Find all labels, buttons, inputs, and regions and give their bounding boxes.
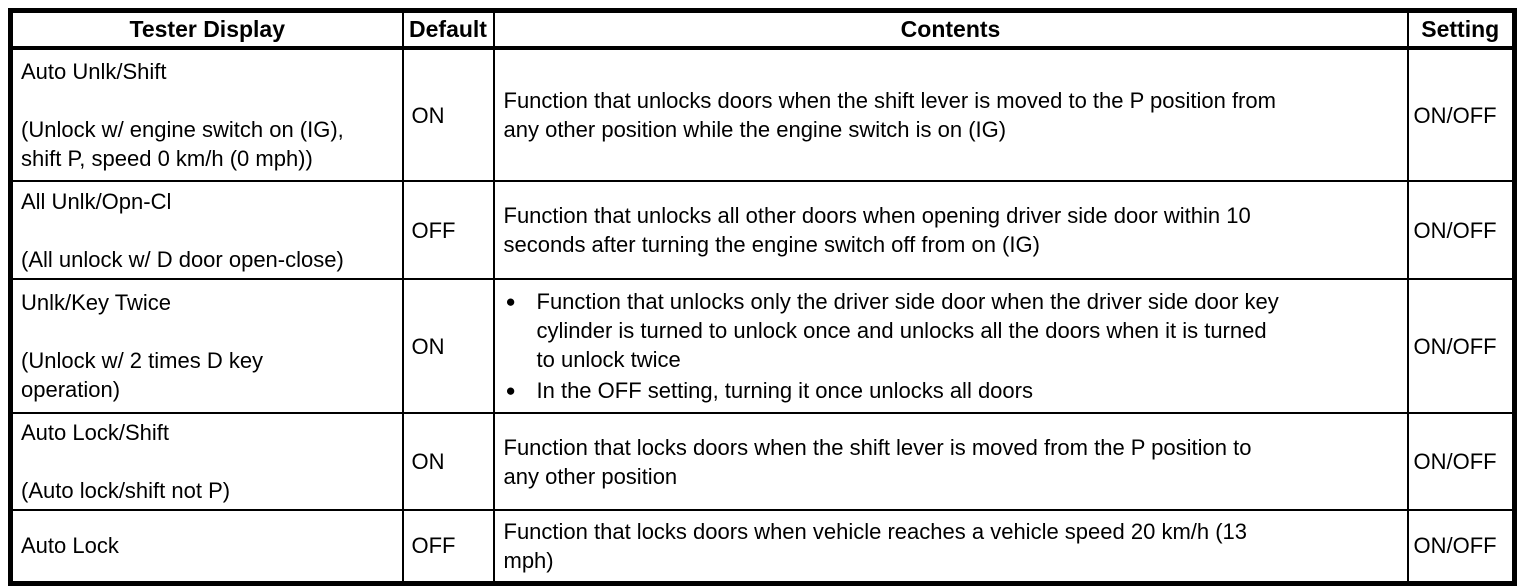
tester-display-cell: Auto Unlk/Shift (Unlock w/ engine switch… — [9, 47, 404, 182]
contents-bullet-item: In the OFF setting, turning it once unlo… — [504, 376, 1399, 405]
table-row-auto-unlk-shift: Auto Unlk/Shift (Unlock w/ engine switch… — [9, 47, 1516, 182]
default-value-cell: OFF — [401, 180, 495, 280]
setting-value-cell: ON/OFF — [1406, 412, 1516, 511]
tester-display-note: (Unlock w/ 2 times D key operation) — [21, 348, 264, 402]
contents-bullet-list: Function that unlocks only the driver si… — [504, 287, 1399, 405]
contents-cell: Function that unlocks only the driver si… — [492, 278, 1409, 414]
default-value-cell: ON — [401, 47, 495, 182]
tester-display-cell: All Unlk/Opn-Cl (All unlock w/ D door op… — [9, 180, 404, 280]
contents-text: Function that unlocks doors when the shi… — [503, 88, 1276, 142]
contents-text: Function that locks doors when vehicle r… — [503, 518, 1248, 573]
setting-value-cell: ON/OFF — [1406, 509, 1516, 584]
table-row-all-unlk-opn-cl: All Unlk/Opn-Cl (All unlock w/ D door op… — [9, 180, 1516, 280]
contents-cell: Function that locks doors when vehicle r… — [492, 509, 1409, 584]
contents-text: Function that locks doors when the shift… — [503, 434, 1252, 489]
tester-display-note: (Unlock w/ engine switch on (IG), shift … — [21, 117, 344, 171]
setting-value-cell: ON/OFF — [1406, 278, 1516, 414]
tester-display-label: Auto Lock — [21, 533, 119, 559]
col-header-setting: Setting — [1406, 9, 1516, 50]
tester-display-note: (Auto lock/shift not P) — [21, 478, 231, 503]
contents-text: Function that unlocks all other doors wh… — [503, 203, 1251, 257]
table-row-auto-lock-shift: Auto Lock/Shift (Auto lock/shift not P) … — [9, 412, 1516, 511]
contents-cell: Function that unlocks doors when the shi… — [492, 47, 1409, 182]
contents-cell: Function that locks doors when the shift… — [492, 412, 1409, 511]
contents-bullet-item: Function that unlocks only the driver si… — [504, 287, 1399, 374]
setting-value-cell: ON/OFF — [1406, 47, 1516, 182]
tester-display-note: (All unlock w/ D door open-close) — [21, 246, 344, 272]
setting-value-cell: ON/OFF — [1406, 180, 1516, 280]
col-header-contents: Contents — [492, 9, 1409, 50]
tester-display-label: Auto Unlk/Shift — [21, 59, 167, 84]
door-lock-customize-table: Tester Display Default Contents Setting … — [8, 8, 1517, 586]
col-header-tester-display: Tester Display — [9, 9, 404, 50]
default-value-cell: ON — [401, 278, 495, 414]
tester-display-cell: Unlk/Key Twice (Unlock w/ 2 times D key … — [9, 278, 404, 414]
header-row: Tester Display Default Contents Setting — [9, 9, 1516, 50]
tester-display-cell: Auto Lock — [9, 509, 404, 584]
table-row-unlk-key-twice: Unlk/Key Twice (Unlock w/ 2 times D key … — [9, 278, 1516, 414]
contents-cell: Function that unlocks all other doors wh… — [492, 180, 1409, 280]
default-value-cell: OFF — [401, 509, 495, 584]
tester-display-label: Unlk/Key Twice — [21, 290, 171, 315]
tester-display-label: All Unlk/Opn-Cl — [21, 188, 172, 214]
tester-display-cell: Auto Lock/Shift (Auto lock/shift not P) — [9, 412, 404, 511]
tester-display-label: Auto Lock/Shift — [21, 420, 169, 445]
table-row-auto-lock: Auto Lock OFF Function that locks doors … — [9, 509, 1516, 584]
default-value-cell: ON — [401, 412, 495, 511]
col-header-default: Default — [401, 9, 495, 50]
